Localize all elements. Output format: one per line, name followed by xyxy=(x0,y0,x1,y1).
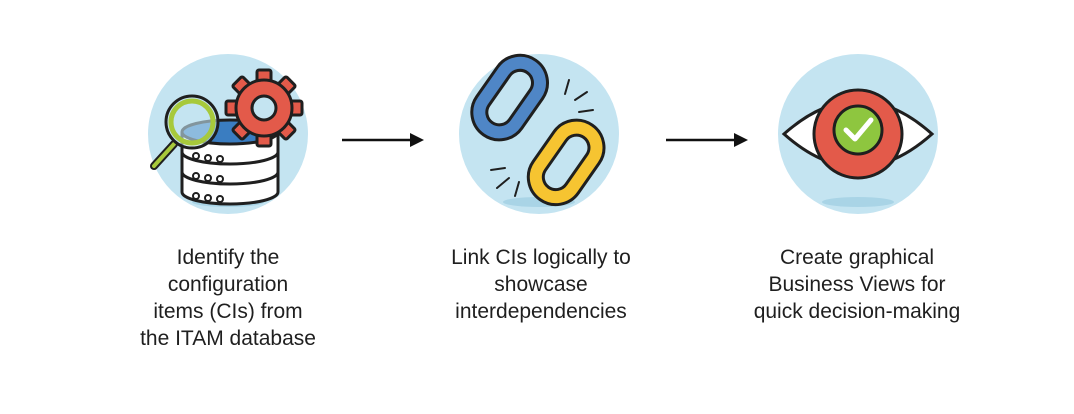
eye-check-icon xyxy=(770,52,950,222)
arrow-right-icon xyxy=(340,130,426,150)
arrow-right-icon xyxy=(664,130,750,150)
step-identify-label: Identify the configuration items (CIs) f… xyxy=(140,246,316,350)
database-search-gear-icon xyxy=(140,52,320,222)
chain-link-icon xyxy=(451,52,631,222)
step-link-label: Link CIs logically to showcase interdepe… xyxy=(451,246,631,323)
step-create-label: Create graphical Business Views for quic… xyxy=(753,246,961,323)
